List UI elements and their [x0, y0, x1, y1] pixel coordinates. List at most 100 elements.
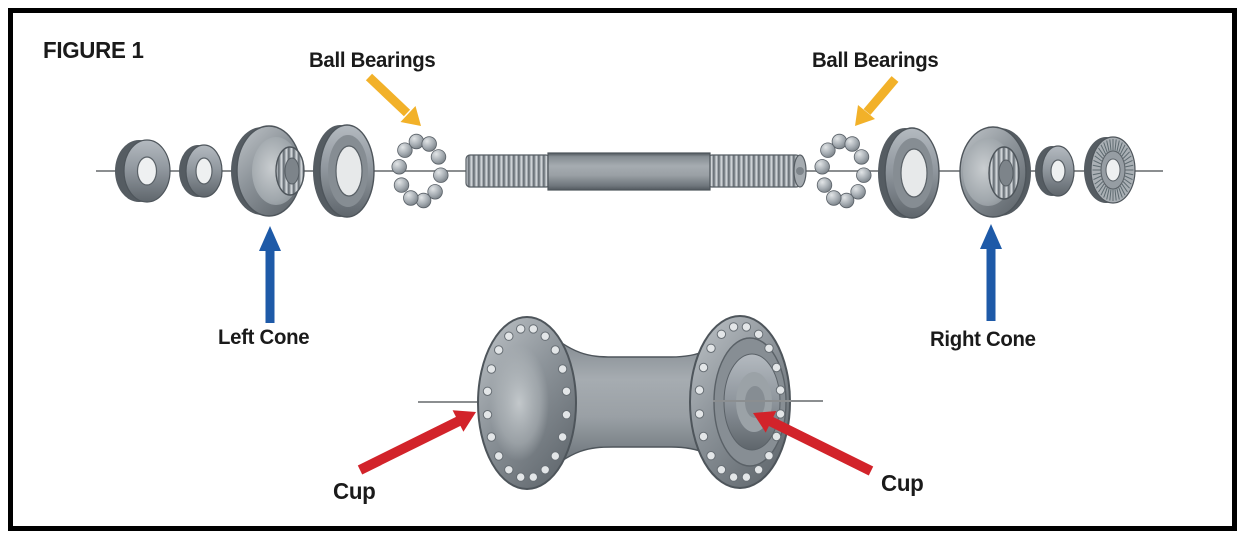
spoke-hole: [494, 345, 504, 355]
ball-bearings-arrow-left: [365, 73, 421, 126]
dust-seal-right: [878, 127, 940, 219]
spoke-hole: [706, 343, 716, 353]
hub-flange-left: [477, 316, 577, 490]
spoke-hole: [494, 451, 504, 461]
serration-line: [1116, 140, 1120, 152]
spoke-hole: [550, 345, 560, 355]
serration-line: [1092, 164, 1101, 168]
left-cone-label: Left Cone: [218, 326, 310, 349]
serration-line: [1114, 189, 1117, 201]
spoke-hole: [764, 343, 774, 353]
spoke-hole: [706, 451, 716, 461]
serration-line: [1098, 183, 1105, 193]
serration-line: [1123, 155, 1132, 162]
serration-line: [1121, 147, 1128, 157]
bearing-ball: [820, 142, 836, 158]
serration-line: [1094, 155, 1103, 162]
ball-bearings-label-right: Ball Bearings: [812, 49, 939, 72]
spoke-hole: [753, 329, 764, 339]
serration-line: [1125, 164, 1134, 168]
washer-left: [179, 144, 223, 198]
spoke-hole: [694, 385, 705, 395]
dust-seal-left: [313, 124, 375, 218]
serration-line: [1096, 151, 1104, 159]
bearing-ball: [826, 190, 842, 206]
serration-line: [1123, 178, 1132, 185]
spoke-hole: [486, 364, 497, 374]
serration-line: [1121, 183, 1128, 193]
serration-line: [1114, 139, 1117, 151]
bearing-ball: [856, 167, 872, 183]
serration-line: [1098, 147, 1105, 157]
bearing-ball: [408, 133, 425, 150]
locknut-left: [115, 139, 171, 203]
spoke-hole: [694, 409, 705, 419]
spoke-hole: [716, 465, 727, 475]
ball-bearings-left-ring: [391, 133, 449, 209]
bearing-ball: [403, 190, 419, 206]
axle: [465, 152, 807, 191]
spoke-hole: [561, 410, 572, 420]
spoke-hole: [728, 322, 739, 332]
serration-line: [1118, 187, 1123, 198]
spoke-hole: [504, 465, 514, 475]
right-cone-label: Right Cone: [930, 328, 1036, 351]
serration-line: [1100, 144, 1107, 155]
spoke-hole: [698, 431, 709, 442]
right-cone-part: [959, 126, 1031, 218]
spoke-hole: [516, 472, 526, 482]
spoke-hole: [775, 409, 786, 419]
spoke-hole: [486, 432, 497, 442]
cup-arrow-left: [357, 410, 476, 475]
cup-label-right: Cup: [881, 470, 924, 496]
right-cone-arrow: [980, 224, 1002, 321]
spoke-hole: [540, 465, 550, 475]
serration-line: [1118, 142, 1123, 153]
bearing-ball: [391, 159, 407, 175]
bearing-ball: [393, 177, 410, 193]
bearing-ball: [816, 177, 833, 193]
serration-line: [1116, 188, 1120, 200]
bearing-ball: [838, 192, 855, 209]
serration-line: [1096, 181, 1104, 189]
spoke-hole: [771, 362, 782, 373]
serration-line: [1093, 175, 1102, 181]
ball-bearings-label-left: Ball Bearings: [309, 49, 436, 72]
serration-line: [1124, 159, 1133, 165]
left-cone-part: [231, 125, 305, 217]
bearing-ball: [853, 149, 870, 165]
serration-line: [1125, 172, 1134, 176]
bearing-ball: [831, 133, 848, 150]
spoke-hole: [753, 465, 764, 475]
hub-exploded-diagram: [96, 73, 1163, 490]
bearing-ball: [421, 136, 437, 152]
spoke-hole: [528, 324, 538, 334]
serration-line: [1103, 142, 1108, 153]
spoke-hole: [482, 386, 493, 396]
spoke-hole: [557, 364, 568, 374]
serration-line: [1109, 189, 1112, 201]
left-cone-arrow: [259, 226, 281, 323]
spoke-hole: [728, 472, 739, 482]
spoke-hole: [771, 431, 782, 442]
bearing-ball: [415, 192, 432, 209]
spoke-hole: [504, 331, 514, 341]
cup-label-left: Cup: [333, 478, 376, 504]
serration-line: [1124, 175, 1133, 181]
spoke-hole: [775, 385, 786, 395]
serration-line: [1106, 140, 1110, 152]
spoke-hole: [516, 324, 526, 334]
serration-line: [1122, 181, 1130, 189]
figure-title: FIGURE 1: [43, 37, 144, 63]
bearing-ball: [850, 184, 866, 200]
spoke-hole: [698, 362, 709, 373]
spoke-hole: [741, 322, 752, 332]
bearing-ball: [433, 167, 449, 183]
serration-line: [1109, 139, 1112, 151]
hub-shell: [418, 315, 823, 490]
bearing-ball: [427, 184, 443, 200]
serration-line: [1100, 185, 1107, 196]
spoke-hole: [764, 451, 774, 461]
spoke-hole: [482, 410, 493, 420]
